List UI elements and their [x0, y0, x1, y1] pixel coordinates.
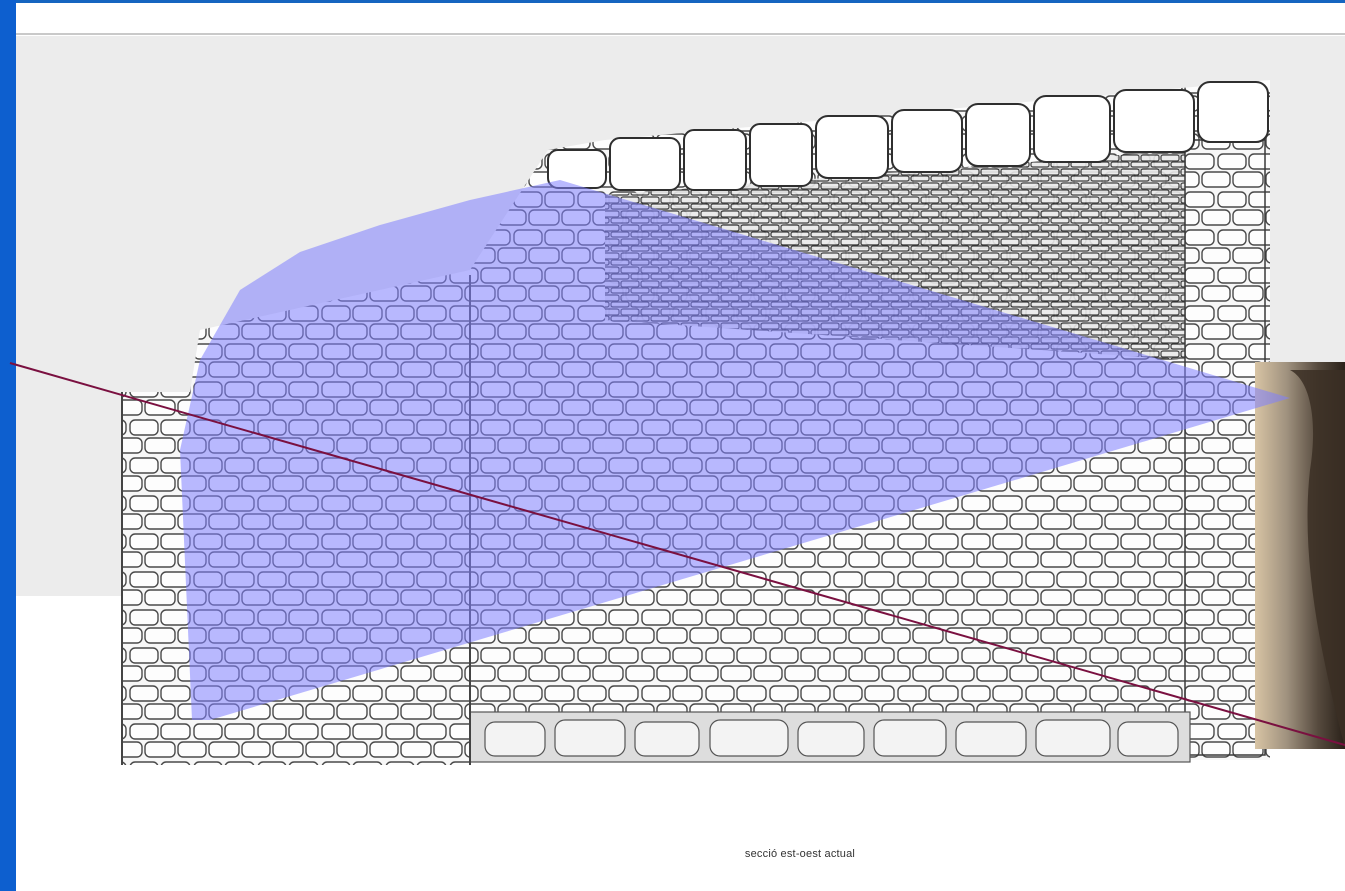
highlight-overlay	[180, 180, 1290, 720]
right-jamb	[1184, 139, 1266, 756]
figure-caption: secció est-oest actual	[744, 848, 856, 860]
top-coping-stones	[547, 81, 1269, 191]
section-line	[9, 362, 1345, 746]
window-top-bar	[0, 0, 1345, 3]
photo-figure	[1290, 370, 1345, 748]
base-stones	[484, 719, 1179, 757]
header-divider	[16, 33, 1345, 35]
left-accent-bar	[0, 0, 16, 891]
header-strip	[16, 3, 1345, 33]
